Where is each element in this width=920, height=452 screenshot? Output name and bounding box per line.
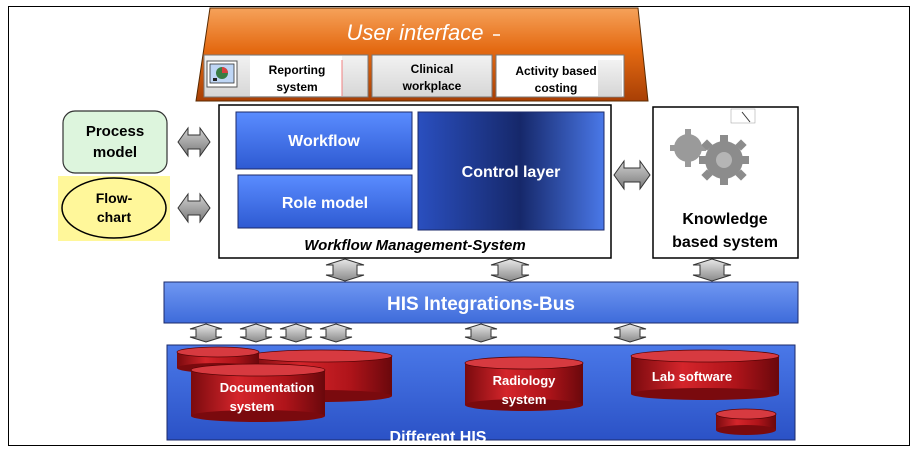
role-model-label: Role model	[282, 195, 368, 212]
double-arrow-icon	[239, 323, 273, 343]
double-arrow-icon	[692, 258, 732, 282]
knowledge-system-block: Knowledge based system	[652, 106, 799, 259]
flowchart-line2: chart	[97, 209, 132, 225]
report-chart-icon	[206, 60, 238, 88]
double-arrow-icon	[177, 126, 211, 158]
ui-module-clinical-line2: workplace	[402, 79, 462, 93]
database-cylinder-icon	[715, 408, 777, 435]
control-layer-label: Control layer	[462, 164, 561, 181]
double-arrow-icon	[319, 323, 353, 343]
documentation-system: Documentation system	[220, 380, 315, 414]
knowledge-line1: Knowledge	[682, 211, 767, 228]
ui-module-reporting-line1: Reporting	[269, 63, 326, 77]
ui-module-clinical[interactable]: Clinical workplace	[371, 54, 493, 98]
double-arrow-icon	[613, 159, 651, 191]
user-interface-title: User interface	[347, 20, 484, 45]
wfms-block: Workflow Role model Control layer Workfl…	[218, 104, 612, 259]
workflow-label: Workflow	[288, 133, 360, 150]
double-arrow-icon	[490, 258, 530, 282]
double-arrow-icon	[189, 323, 223, 343]
ui-module-clinical-line1: Clinical	[411, 62, 454, 76]
documentation-line1: Documentation	[220, 380, 315, 395]
ui-module-reporting[interactable]: Reporting system	[203, 54, 369, 98]
wfms-caption: Workflow Management-System	[304, 237, 525, 254]
process-model-box: Process model	[62, 110, 168, 174]
user-interface-block: User interface Reporting system Clinical…	[195, 7, 649, 102]
lab-software-label: Lab software	[652, 369, 732, 384]
ui-module-costing-line2: costing	[535, 81, 578, 95]
ui-module-costing-line1: Activity based	[515, 64, 596, 78]
his-label: Different HIS	[390, 429, 487, 446]
double-arrow-icon	[325, 258, 365, 282]
process-model-line2: model	[93, 144, 137, 161]
knowledge-line2: based system	[672, 234, 778, 251]
double-arrow-icon	[177, 192, 211, 224]
ui-module-reporting-line2: system	[276, 80, 317, 94]
database-cylinder-icon	[190, 363, 326, 422]
double-arrow-icon	[464, 323, 498, 343]
lab-software-system: Lab software	[630, 349, 780, 400]
radiology-line2: system	[502, 392, 547, 407]
double-arrow-icon	[279, 323, 313, 343]
bus-label: HIS Integrations-Bus	[387, 294, 575, 315]
ui-module-costing[interactable]: Activity based costing	[495, 54, 625, 98]
radiology-system: Radiology system	[464, 356, 584, 411]
flowchart-line1: Flow-	[96, 190, 133, 206]
gear-icon	[670, 129, 749, 185]
flowchart-box: Flow- chart	[58, 176, 170, 241]
documentation-line2: system	[230, 399, 275, 414]
double-arrow-icon	[613, 323, 647, 343]
radiology-line1: Radiology	[493, 373, 557, 388]
process-model-line1: Process	[86, 123, 144, 140]
his-integration-bus: HIS Integrations-Bus	[163, 281, 799, 324]
